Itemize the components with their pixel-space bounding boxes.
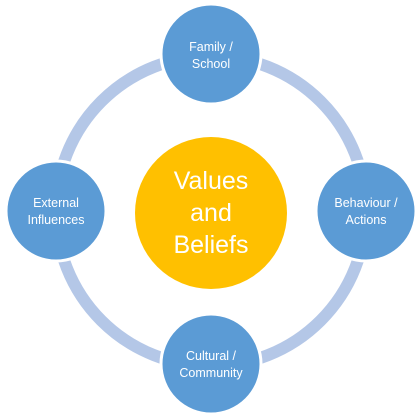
node-behaviour-actions: Behaviour / Actions [314, 159, 418, 263]
center-disc [135, 137, 287, 289]
node-family-school: Family / School [159, 2, 263, 106]
node-family-school-disc [159, 2, 263, 106]
center-label-line-1: Values [174, 167, 249, 195]
node-external-influences-line-2: Influences [28, 213, 85, 227]
node-cultural-community-line-2: Community [179, 366, 243, 380]
center-label-line-3: Beliefs [173, 231, 248, 259]
node-cultural-community-line-1: Cultural / [186, 349, 237, 363]
node-behaviour-actions-line-2: Actions [346, 213, 387, 227]
node-external-influences-disc [4, 159, 108, 263]
center-circle: Values and Beliefs [135, 137, 287, 289]
node-external-influences: External Influences [4, 159, 108, 263]
node-family-school-line-2: School [192, 57, 230, 71]
node-behaviour-actions-disc [314, 159, 418, 263]
node-cultural-community: Cultural / Community [159, 312, 263, 416]
center-label-line-2: and [190, 199, 232, 227]
node-external-influences-line-1: External [33, 196, 79, 210]
node-family-school-line-1: Family / [189, 40, 233, 54]
node-cultural-community-disc [159, 312, 263, 416]
node-behaviour-actions-line-1: Behaviour / [334, 196, 398, 210]
